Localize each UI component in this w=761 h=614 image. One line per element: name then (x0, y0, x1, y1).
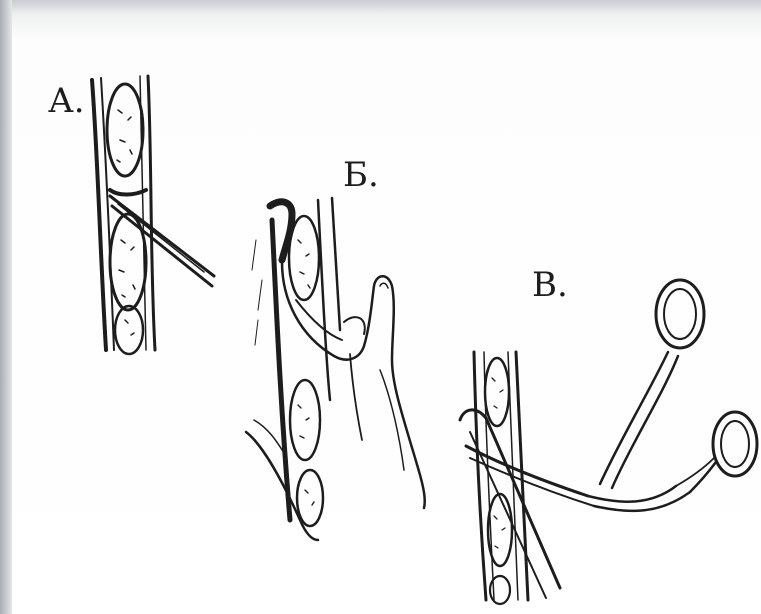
panel-b-illustration (246, 198, 425, 540)
panel-a-illustration (92, 76, 214, 354)
panel-c-illustration (460, 280, 757, 604)
